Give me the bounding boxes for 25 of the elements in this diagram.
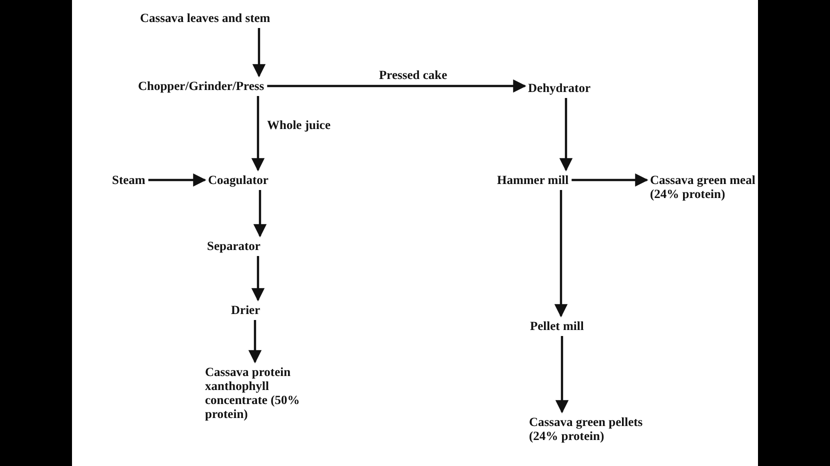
process-label: Hammer mill bbox=[497, 173, 569, 187]
arrow bbox=[253, 190, 267, 238]
process-label: Dehydrator bbox=[528, 81, 590, 95]
arrow bbox=[248, 320, 262, 364]
arrow bbox=[148, 173, 206, 187]
process-label: Chopper/Grinder/Press bbox=[138, 79, 264, 93]
process-label: Cassava green pellets (24% protein) bbox=[529, 415, 644, 443]
arrow bbox=[251, 256, 265, 302]
arrow bbox=[559, 98, 573, 172]
process-label: Drier bbox=[231, 303, 260, 317]
arrow bbox=[252, 28, 266, 78]
process-label: Cassava protein xanthophyll concentrate (50% protein) bbox=[205, 365, 317, 421]
edge-label: Pressed cake bbox=[378, 68, 448, 82]
arrow bbox=[555, 336, 569, 414]
process-label: Cassava leaves and stem bbox=[140, 11, 270, 25]
process-label: Pellet mill bbox=[530, 319, 584, 333]
arrow bbox=[572, 173, 648, 187]
process-label: Separator bbox=[207, 239, 260, 253]
arrow bbox=[267, 79, 526, 93]
process-label: Coagulator bbox=[208, 173, 268, 187]
process-label: Steam bbox=[112, 173, 146, 187]
arrow bbox=[554, 190, 568, 318]
edge-label: Whole juice bbox=[266, 118, 332, 132]
process-label: Cassava green meal (24% protein) bbox=[650, 173, 785, 201]
arrow bbox=[251, 96, 265, 172]
